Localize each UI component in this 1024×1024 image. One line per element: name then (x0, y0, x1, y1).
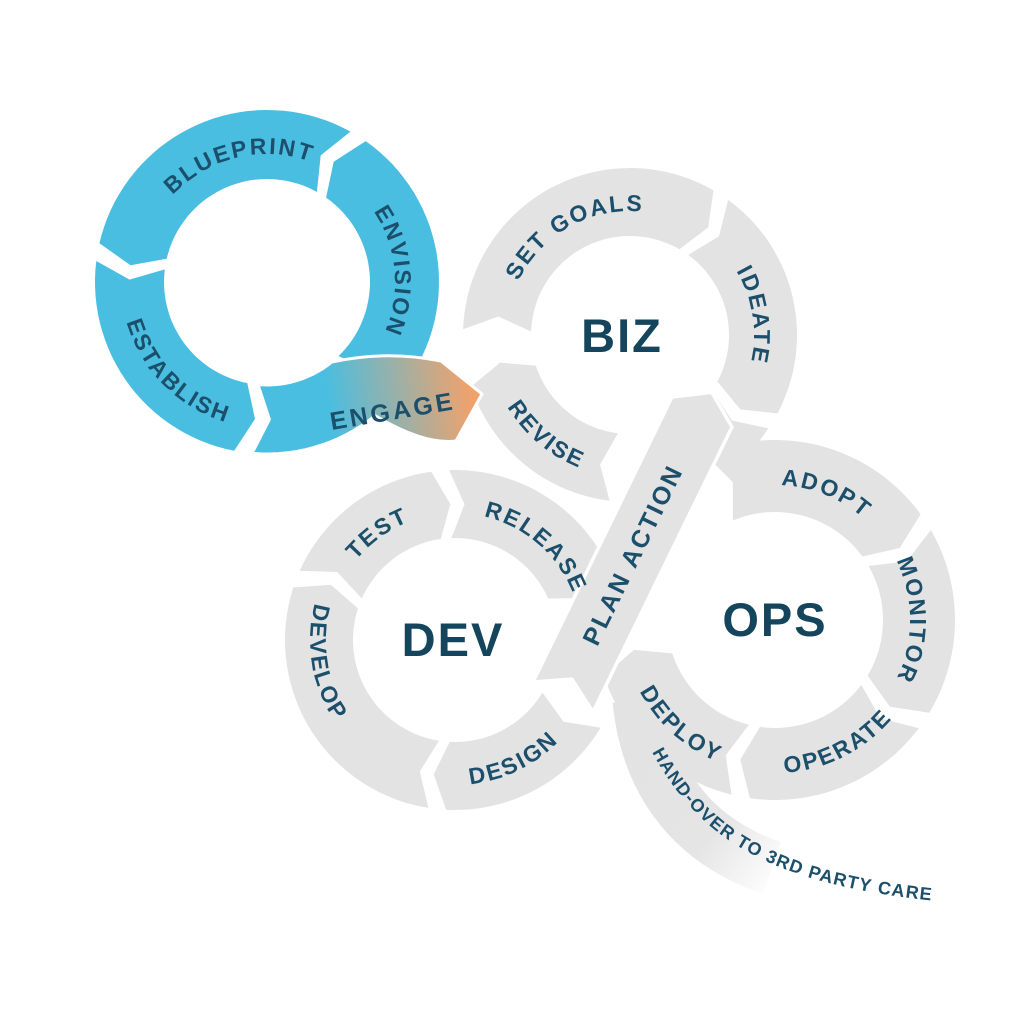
segment-monitor (867, 530, 955, 713)
dev-title: DEV (402, 613, 505, 666)
segment-release (449, 470, 611, 599)
segment-envision (326, 141, 439, 406)
segment-test (299, 471, 451, 599)
segment-design (433, 692, 601, 810)
segment-set-goals (463, 168, 714, 332)
segment-revise (471, 362, 618, 501)
segment-adopt (704, 440, 921, 557)
segment-establish (95, 261, 255, 451)
ops-loop (603, 440, 955, 800)
engagement-loop (95, 110, 484, 456)
segment-blueprint (99, 110, 351, 266)
ops-title: OPS (722, 593, 827, 646)
engage-arrow-band (250, 354, 484, 456)
segment-ideate (688, 199, 797, 414)
biz-title: BIZ (581, 309, 663, 362)
segment-develop (285, 584, 439, 808)
segment-deploy (603, 649, 749, 795)
dev-loop (285, 470, 611, 810)
plan-action-band (531, 390, 734, 714)
segment-operate (740, 685, 919, 800)
